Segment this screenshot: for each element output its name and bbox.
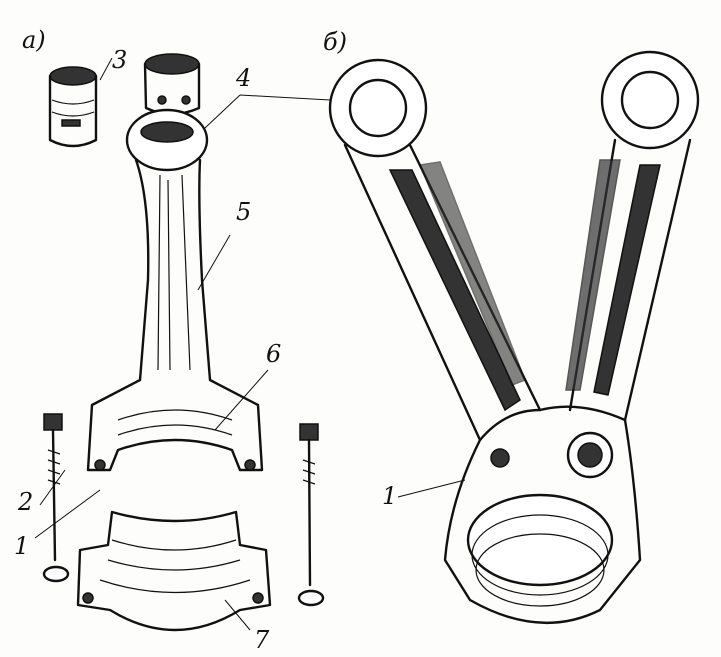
upper-bushing: [143, 53, 201, 116]
bearing-cap-7: [76, 510, 272, 632]
callout-4: 4: [236, 64, 252, 92]
callout-6: 6: [266, 340, 282, 368]
callout-3: 3: [112, 46, 128, 74]
callout-2: 2: [18, 488, 34, 516]
connecting-rod-bolts-2: [42, 413, 325, 607]
callout-b-1: 1: [382, 482, 398, 510]
piston-pin-bushing-3: [48, 66, 98, 148]
panel-b-label: б): [323, 28, 348, 56]
panel-a-label: а): [22, 26, 46, 54]
callout-7: 7: [254, 626, 270, 654]
callout-1: 1: [14, 532, 30, 560]
connecting-rod-a: [86, 108, 264, 472]
callout-5: 5: [236, 198, 252, 226]
connecting-rod-b: [328, 50, 700, 625]
